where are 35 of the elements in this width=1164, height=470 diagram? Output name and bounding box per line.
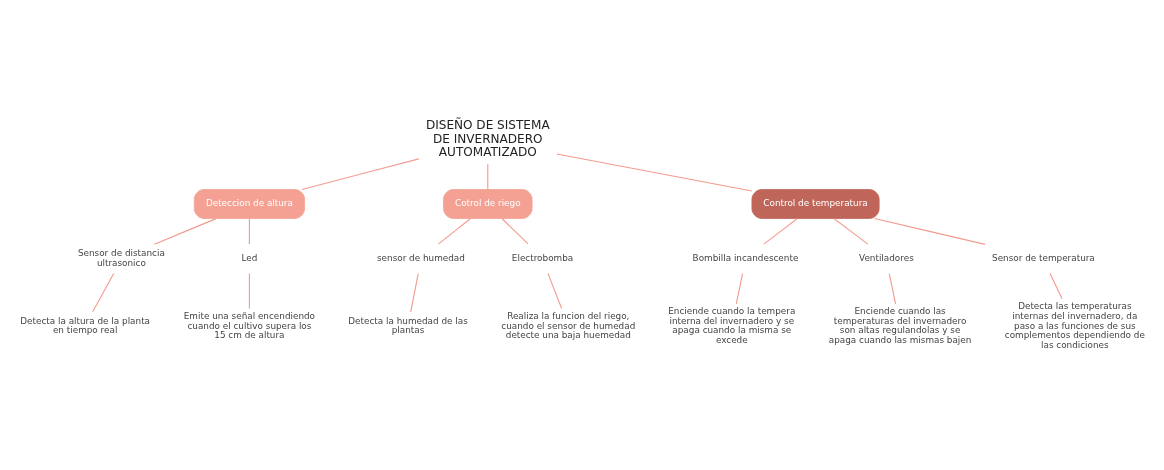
node-text: Emite una señal encendiendo cuando el cultivo supera los 15 cm de altura (183, 310, 316, 341)
node-text: Detecta las temperaturas internas del invernadero, da paso a las funciones de sus complementos dependiendo de las condiciones (1004, 301, 1145, 350)
node-text: DISEÑO DE SISTEMA DE INVERNADERO AUTOMATIZADO (425, 118, 550, 160)
node-text: Sensor de temperatura (992, 253, 1095, 264)
connector (153, 218, 217, 245)
connector (1049, 273, 1063, 300)
node-text: Bombilla incandescente (692, 253, 799, 264)
node-text: Electrobomba (511, 253, 574, 264)
node-text: Detecta la humedad de las plantas (348, 315, 468, 336)
connector (735, 273, 744, 305)
node-text: Detecta la altura de la planta en tiempo real (20, 315, 151, 336)
connector (301, 158, 420, 190)
node-box: Cotrol de riego (443, 189, 533, 219)
connector (248, 218, 250, 245)
connector (501, 218, 529, 245)
connector (248, 273, 250, 310)
connector (487, 163, 489, 190)
node-text: Sensor de distancia ultrasonico (77, 248, 165, 268)
node-text: Realiza la funcion del riego, cuando el sensor de humedad detecte una baja huemedad (501, 310, 636, 341)
connector (547, 273, 563, 310)
node-text: sensor de humedad (376, 253, 465, 264)
node-box: Deteccion de altura (193, 189, 305, 219)
node-text: Ventiladores (859, 253, 914, 264)
node-text: Led (241, 253, 258, 264)
connector (833, 218, 869, 245)
connector (556, 153, 753, 192)
connector (763, 218, 798, 245)
connector (437, 218, 471, 245)
connector (888, 273, 897, 305)
node-box: Control de temperatura (751, 189, 880, 219)
connector (873, 218, 986, 245)
node-text: Enciende cuando la tempera interna del invernadero y se apaga cuando la misma se excede (668, 306, 796, 346)
connector (410, 273, 419, 313)
node-text: Enciende cuando las temperaturas del invernadero son altas regulandolas y se apaga cuando las mismas bajen (828, 306, 972, 346)
connector (92, 273, 115, 313)
